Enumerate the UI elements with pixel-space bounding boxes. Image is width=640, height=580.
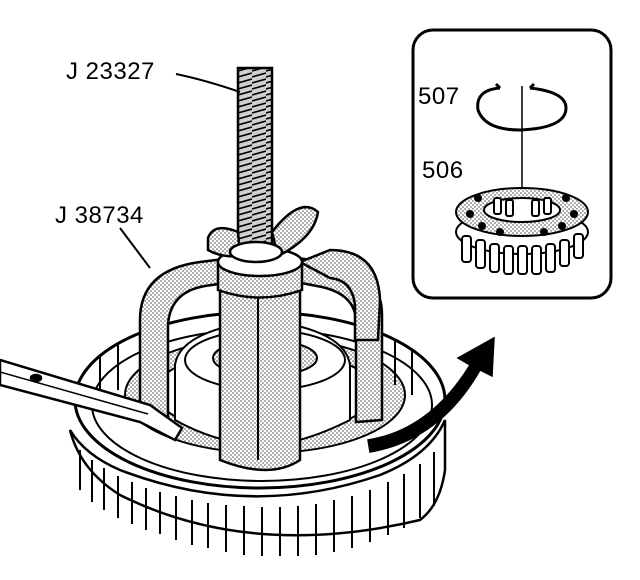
snap-ring [476, 82, 568, 132]
screwdriver-tool [0, 358, 184, 442]
drum-splines [79, 450, 435, 556]
callout-j23327: J 23327 [66, 58, 155, 85]
compressor-screw [206, 66, 320, 264]
spring-assembly [455, 187, 589, 275]
callout-j38734: J 38734 [55, 202, 144, 229]
callout-507: 507 [418, 83, 460, 110]
callout-506: 506 [422, 157, 464, 184]
curved-arrow-icon [367, 336, 495, 453]
detail-inset [411, 28, 613, 300]
